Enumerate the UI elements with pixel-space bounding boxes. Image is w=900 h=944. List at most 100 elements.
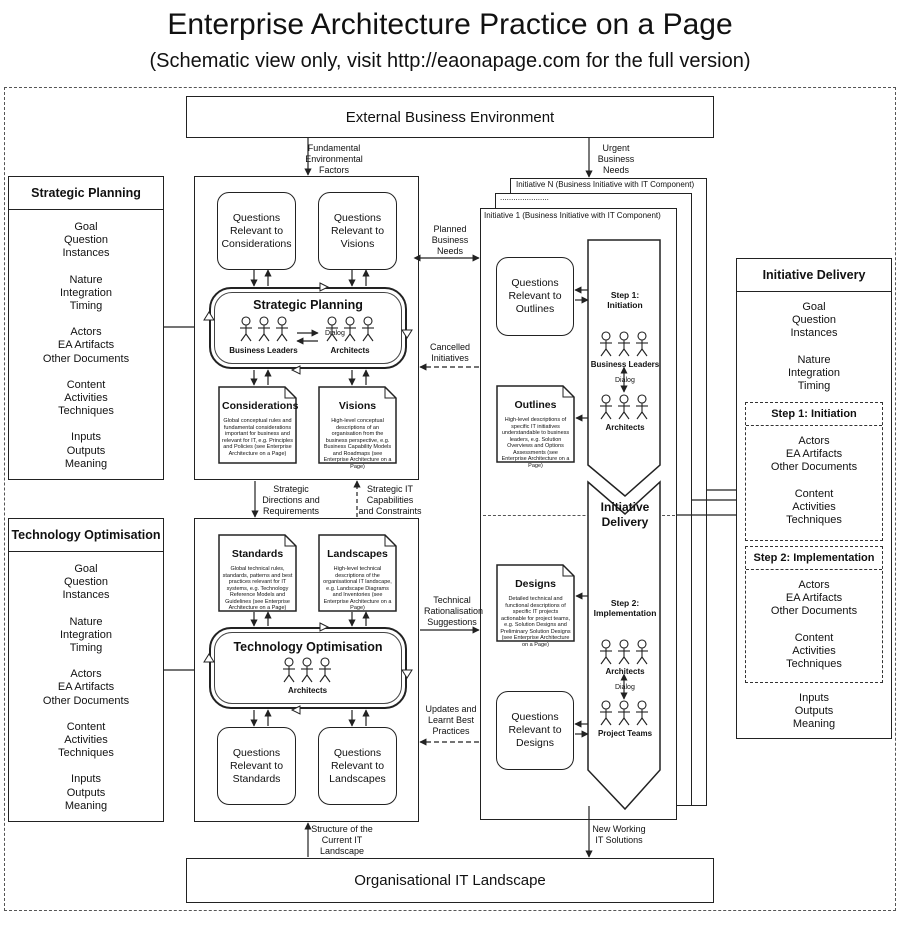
outlines-desc: High-level descriptions of specific IT i… (501, 417, 570, 469)
step1-subpanel-title: Step 1: Initiation (746, 403, 882, 426)
panel-item: Timing (69, 300, 103, 313)
initiative-business-leaders-label: Business Leaders (590, 360, 660, 369)
flow-new-working-label: New Working IT Solutions (592, 824, 646, 845)
initiative-dialog2-label: Dialog (615, 684, 635, 691)
initiative-step1-label: Step 1: Initiation (607, 290, 643, 310)
panel-item: Techniques (786, 514, 842, 527)
panel-item: Instances (62, 589, 110, 602)
panel-item: Content (794, 487, 834, 500)
panel-item: Other Documents (42, 694, 130, 707)
technology-optimisation-cycle (209, 627, 407, 709)
panel-item: Meaning (792, 718, 836, 731)
initiative-dashed-divider (483, 515, 675, 516)
flow-strategic-dirs-label: Strategic Directions and Requirements (262, 484, 320, 516)
panel-item: Techniques (786, 658, 842, 671)
standards-desc: Global technical rules, standards, patte… (222, 566, 293, 611)
questions-considerations: Questions Relevant to Considerations (217, 192, 296, 270)
panel-item: Question (791, 314, 837, 327)
panel-item: Question (63, 576, 109, 589)
questions-outlines: Questions Relevant to Outlines (496, 257, 574, 336)
considerations-title: Considerations (222, 400, 299, 412)
panel-item: Goal (74, 221, 98, 233)
initiative-dialog-label: Dialog (615, 377, 635, 384)
panel-item: Techniques (58, 747, 114, 760)
panel-item: Inputs (799, 692, 829, 704)
initiative-dots: ...................... (500, 193, 549, 202)
initiative-architects2-label: Architects (605, 667, 645, 676)
panel-item: Meaning (64, 457, 108, 470)
panel-item: Actors (70, 668, 102, 681)
panel-item: Outputs (66, 444, 106, 457)
panel-item: Goal (74, 563, 98, 575)
panel-item: Timing (797, 380, 831, 393)
technology-optimisation-cycle-inner (214, 632, 402, 704)
questions-designs: Questions Relevant to Designs (496, 691, 574, 770)
flow-urgent-label: Urgent Business Needs (597, 143, 635, 175)
considerations-desc: Global conceptual rules and fundamental … (222, 418, 293, 457)
to-architects-label: Architects (287, 686, 328, 695)
panel-item: Actors (70, 326, 102, 339)
panel-item: Instances (62, 247, 110, 260)
panel-item: Outputs (66, 786, 106, 799)
questions-landscapes: Questions Relevant to Landscapes (318, 727, 397, 805)
panel-item: Other Documents (770, 605, 858, 618)
standards-title: Standards (231, 548, 284, 560)
panel-item: Timing (69, 642, 103, 655)
panel-item: Integration (60, 628, 112, 641)
initiative-center-label: Initiative Delivery (600, 500, 650, 529)
flow-fundamental-label: Fundamental Environmental Factors (305, 143, 363, 175)
initiative-n-header: Initiative N (Business Initiative with I… (516, 180, 695, 189)
strategic-planning-panel-title: Strategic Planning (9, 177, 163, 210)
external-business-environment: External Business Environment (186, 96, 714, 138)
questions-visions: Questions Relevant to Visions (318, 192, 397, 270)
panel-item: Activities (64, 734, 108, 747)
sp-architects-label: Architects (330, 346, 370, 355)
panel-item: Inputs (71, 431, 101, 444)
landscapes-title: Landscapes (327, 548, 388, 560)
panel-item: Activities (64, 392, 108, 405)
strategic-planning-cycle-title: Strategic Planning (253, 298, 363, 312)
sp-dialog-label: Dialog (325, 330, 345, 337)
flow-updates-label: Updates and Learnt Best Practices (425, 704, 477, 736)
panel-item: Activities (792, 500, 836, 513)
flow-structure-label: Structure of the Current IT Landscape (311, 824, 373, 856)
panel-item: Instances (790, 327, 838, 340)
panel-item: Nature (69, 273, 103, 286)
panel-item: Meaning (64, 799, 108, 812)
panel-item: Integration (60, 286, 112, 299)
initiative-delivery-panel-title: Initiative Delivery (737, 259, 891, 292)
initiative-project-teams-label: Project Teams (597, 729, 653, 738)
panel-item: Integration (788, 366, 840, 379)
page-title: Enterprise Architecture Practice on a Pa… (167, 8, 733, 41)
flow-cancelled-label: Cancelled Initiatives (429, 342, 471, 363)
page-subtitle: (Schematic view only, visit http://eaona… (149, 50, 751, 72)
sp-business-leaders-label: Business Leaders (229, 346, 298, 355)
step2-subpanel-title: Step 2: Implementation (746, 547, 882, 570)
panel-item: Activities (792, 644, 836, 657)
panel-item: EA Artifacts (785, 592, 843, 605)
panel-item: EA Artifacts (785, 448, 843, 461)
panel-item: Actors (798, 579, 830, 591)
initiative-step2-label: Step 2: Implementation (593, 598, 657, 618)
panel-item: EA Artifacts (57, 681, 115, 694)
